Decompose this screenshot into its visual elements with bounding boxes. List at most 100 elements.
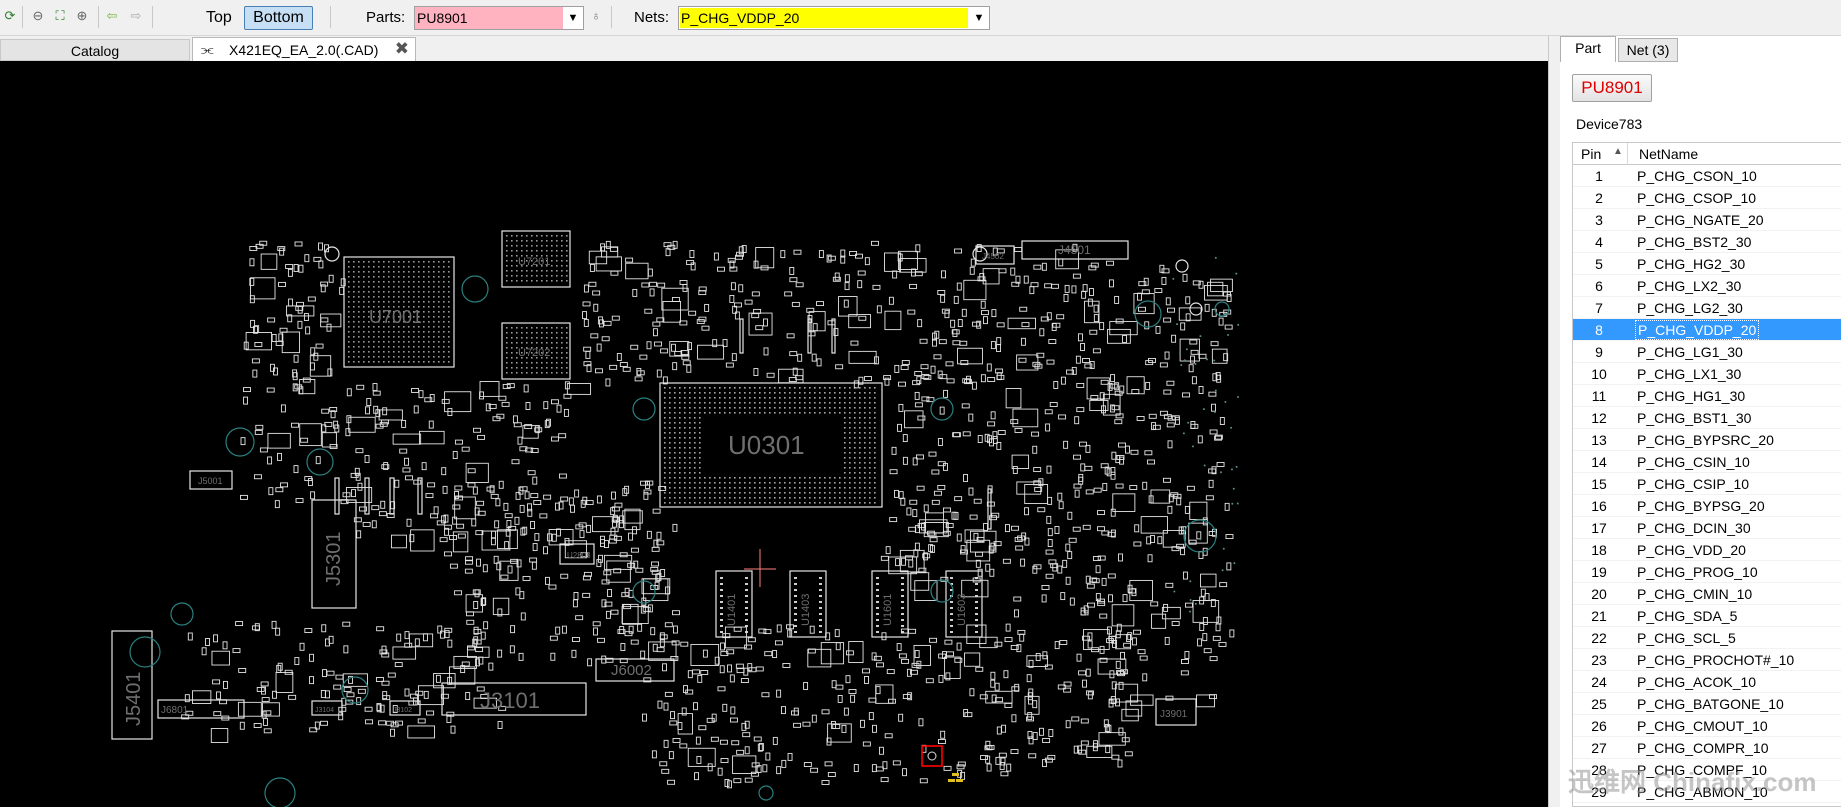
small-component — [583, 318, 589, 327]
small-component — [996, 337, 1002, 346]
parts-combo[interactable]: PU8901 ▼ — [414, 6, 584, 30]
bga-pad — [551, 352, 553, 354]
small-component — [731, 740, 740, 746]
small-component — [875, 686, 881, 695]
small-component — [548, 584, 557, 590]
bga-pad — [874, 417, 876, 419]
bga-pad — [854, 437, 856, 439]
bottom-side-button[interactable]: Bottom — [244, 6, 313, 30]
refresh-icon[interactable]: ⟳ — [4, 8, 16, 23]
small-component — [900, 364, 909, 370]
small-component — [232, 648, 241, 654]
bga-pad — [511, 362, 513, 364]
bulb-icon[interactable]: ♁ — [591, 8, 601, 23]
back-arrow-icon[interactable]: ⇦ — [106, 8, 118, 23]
bga-pad — [438, 316, 440, 318]
zoom-out-icon[interactable]: ⊖ — [32, 8, 44, 23]
net-name: P_CHG_BYPSG_20 — [1637, 498, 1765, 514]
column-header-pin[interactable]: Pin — [1581, 146, 1602, 162]
small-component — [1148, 413, 1157, 419]
bga-pad — [869, 477, 871, 479]
small-component — [843, 707, 849, 716]
small-component — [371, 520, 377, 529]
panel-splitter[interactable] — [1548, 36, 1560, 807]
bga-pad — [388, 281, 390, 283]
close-icon[interactable]: ✖ — [394, 39, 409, 58]
tab-catalog[interactable]: Catalog — [0, 39, 190, 61]
small-component — [727, 257, 736, 263]
part-name-button[interactable]: PU8901 — [1572, 74, 1652, 102]
small-component — [670, 655, 679, 661]
small-component — [871, 764, 877, 773]
top-side-button[interactable]: Top — [206, 9, 232, 26]
bga-pad — [403, 331, 405, 333]
nets-combo[interactable]: P_CHG_VDDP_20 ▼ — [678, 6, 990, 30]
column-divider[interactable] — [1627, 143, 1628, 165]
small-component — [727, 664, 732, 673]
small-component — [1005, 524, 1010, 533]
bga-pad — [774, 502, 776, 504]
small-component — [1041, 262, 1047, 271]
tab-net[interactable]: Net (3) — [1618, 38, 1678, 62]
bga-pad — [373, 351, 375, 353]
bga-pad — [699, 447, 701, 449]
small-component — [371, 505, 380, 511]
chevron-down-icon[interactable]: ▼ — [969, 7, 989, 29]
column-header-netname[interactable]: NetName — [1639, 146, 1699, 162]
bga-pad — [541, 367, 543, 369]
bga-pad — [388, 341, 390, 343]
bga-pad — [353, 301, 355, 303]
fit-icon[interactable]: ⛶ — [55, 8, 65, 23]
bga-pad — [556, 260, 558, 262]
bga-pad — [403, 336, 405, 338]
bga-pad — [864, 412, 866, 414]
tab-board-file[interactable]: ⫘ X421EQ_EA_2.0(.CAD) ✖ — [192, 37, 416, 61]
small-component — [1161, 276, 1167, 285]
zoom-in-icon[interactable]: ⊕ — [76, 8, 88, 23]
bga-pad — [398, 276, 400, 278]
small-component — [1155, 325, 1161, 334]
small-component — [1090, 395, 1099, 401]
bga-pad — [749, 387, 751, 389]
small-component — [379, 649, 388, 655]
bga-pad — [864, 482, 866, 484]
chip-pin — [819, 619, 822, 621]
tab-part[interactable]: Part — [1560, 36, 1616, 62]
forward-arrow-icon[interactable]: ⇨ — [130, 8, 142, 23]
chevron-down-icon[interactable]: ▼ — [563, 7, 583, 29]
small-component — [320, 284, 326, 293]
bga-pad — [869, 422, 871, 424]
